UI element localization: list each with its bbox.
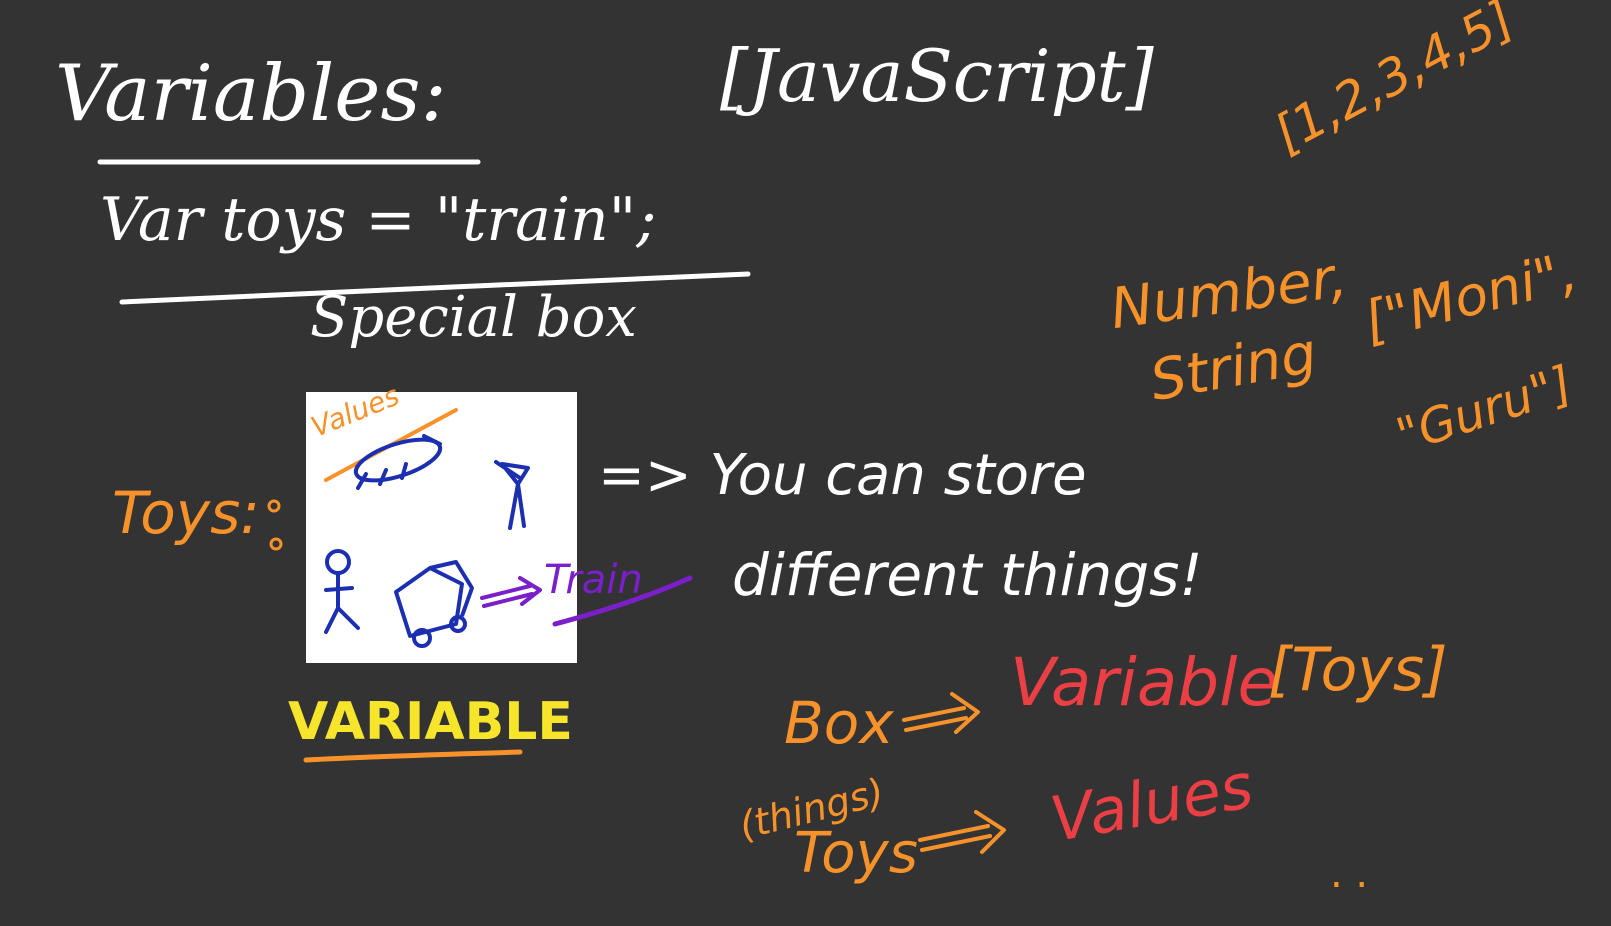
code-caption: Special box (310, 285, 637, 350)
arrow-text-line1: => You can store (598, 443, 1087, 508)
mapping-variable: Variable (1010, 644, 1279, 721)
arrow-text-line2: different things! (732, 541, 1203, 609)
toys-label: Toys: (112, 479, 260, 547)
mapping-toys: Toys (794, 821, 918, 886)
toy-box-drawing: Values Train (306, 379, 643, 663)
mapping-variable-toys: [Toys] (1268, 635, 1448, 705)
heading-variables: Variables: (55, 49, 447, 139)
language-tag: [JavaScript] (720, 34, 1154, 118)
mapping-ellipsis: . . (1330, 851, 1369, 897)
variable-label: VARIABLE (288, 692, 573, 752)
toy-box-sketch (324, 408, 542, 648)
mapping-box: Box (784, 689, 894, 757)
code-line: Var toys = "train"; (100, 185, 657, 255)
box-train-label: Train (544, 557, 643, 603)
